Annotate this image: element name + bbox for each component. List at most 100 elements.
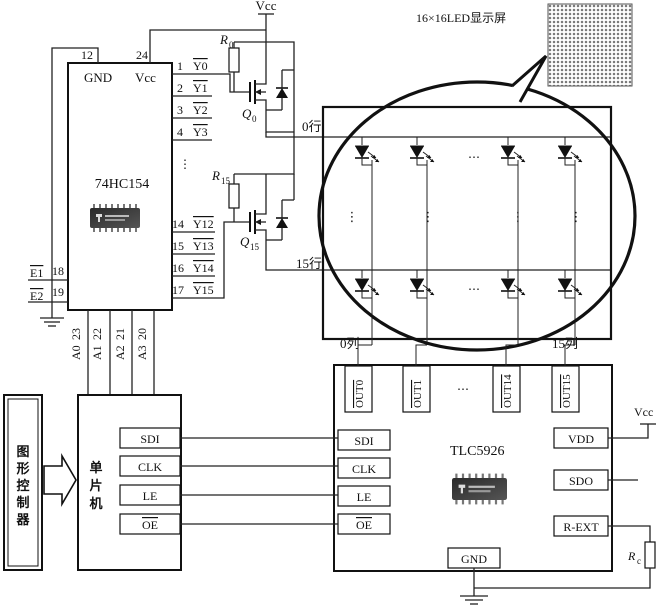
- controller-char-1: 形: [16, 462, 29, 477]
- led-r0-c0: [354, 145, 380, 163]
- decoder-chip-icon: [90, 204, 140, 232]
- pin-21-num: 21: [113, 328, 127, 340]
- a1-signal: A1: [90, 345, 104, 360]
- out0-label: OUT0: [354, 379, 366, 408]
- mcu-char-1: 片: [89, 478, 102, 494]
- rc-label: R: [627, 549, 636, 563]
- vcc-top-label: Vcc: [256, 0, 277, 13]
- led-matrix: … … ⋮ ⋮ ⋮ ⋮ 0列 15列: [317, 54, 637, 352]
- q15-subscript: 15: [250, 242, 260, 252]
- q0-subscript: 0: [252, 114, 257, 124]
- out-hdots: …: [457, 379, 469, 393]
- pin-17-num: 17: [172, 283, 184, 297]
- mcu-sdi-label: SDI: [140, 432, 159, 446]
- r15-subscript: 15: [221, 176, 231, 186]
- decoder-74hc154: GND Vcc 74HC154 12 24 1 2 3 4 Y0 Y1 Y2 Y…: [28, 29, 266, 395]
- decoder-vcc-label: Vcc: [135, 70, 156, 85]
- pin-1-num: 1: [177, 59, 183, 73]
- out1-label: OUT1: [412, 380, 424, 408]
- led-display-preview: 16×16LED显示屏: [416, 3, 633, 87]
- resistor-rc: [644, 541, 656, 569]
- out14-pin: [492, 365, 521, 413]
- y3-signal: Y3: [193, 125, 208, 139]
- led-r0-c14: [500, 145, 526, 163]
- controller-char-0: 图: [16, 445, 29, 460]
- row-0-label: 0行: [302, 119, 322, 134]
- a2-signal: A2: [113, 345, 127, 360]
- tlc-rext-label: R-EXT: [563, 520, 599, 534]
- tlc-oe-label: OE: [356, 518, 372, 532]
- pin-24-num: 24: [136, 48, 148, 62]
- a3-signal: A3: [135, 345, 149, 360]
- a0-signal: A0: [69, 345, 83, 360]
- pin-4-num: 4: [177, 125, 183, 139]
- r0-subscript: 0: [229, 40, 234, 50]
- tlc-gnd-label: GND: [461, 552, 487, 566]
- pin-2-num: 2: [177, 81, 183, 95]
- tlc-sdi-label: SDI: [354, 434, 373, 448]
- col0-vdots: ⋮: [346, 210, 359, 225]
- y13-signal: Y13: [193, 239, 214, 253]
- led-dot-grid: [547, 3, 633, 87]
- tlc-vdd-label: VDD: [568, 432, 594, 446]
- vcc-supply-top: Vcc: [256, 0, 277, 30]
- y0-signal: Y0: [193, 59, 208, 73]
- y12-signal: Y12: [193, 217, 214, 231]
- data-flow-arrow: [43, 453, 77, 507]
- e2-signal: E2: [30, 289, 43, 303]
- row15-hdots: …: [468, 279, 480, 293]
- pin-3-num: 3: [177, 103, 183, 117]
- rc-subscript: c: [637, 556, 641, 566]
- mcu-body: [77, 394, 182, 571]
- out1-pin: [402, 365, 431, 413]
- mcu-le-label: LE: [143, 489, 158, 503]
- tlc-sdi-pin: [337, 429, 391, 451]
- pin-23-num: 23: [69, 328, 83, 340]
- led-r15-c1: [409, 278, 435, 296]
- resistor-r0: [228, 47, 240, 73]
- mcu-char-0: 单: [89, 460, 102, 476]
- tlc-le-pin: [337, 485, 391, 507]
- q15-label: Q: [240, 234, 250, 249]
- y2-signal: Y2: [193, 103, 208, 117]
- row-driver-q0: R 0 Q 0 0行: [212, 30, 610, 150]
- tlc-chip-icon: [452, 473, 507, 505]
- controller-char-4: 器: [15, 513, 30, 528]
- col-0-label: 0列: [340, 336, 360, 351]
- y1-signal: Y1: [193, 81, 208, 95]
- led-r0-c1: [409, 145, 435, 163]
- y15-signal: Y15: [193, 283, 214, 297]
- e1-signal: E1: [30, 266, 43, 280]
- out14-label: OUT14: [502, 374, 514, 408]
- col15-vdots: ⋮: [570, 210, 583, 225]
- tlc-vcc-label: Vcc: [634, 405, 653, 419]
- decoder-output-vdots: ⋮: [179, 157, 191, 171]
- decoder-chip-body: [67, 62, 173, 311]
- tlc-clk-pin: [337, 457, 391, 479]
- graphics-controller: 图 形 控 制 器: [3, 394, 77, 571]
- r0-label: R: [219, 32, 228, 47]
- controller-char-2: 控: [16, 478, 29, 494]
- led-r15-c0: [354, 278, 380, 296]
- col-15-label: 15列: [552, 336, 578, 351]
- mcu-block: 单 片 机 SDI CLK LE OE: [77, 394, 338, 571]
- led-r15-c15: [557, 278, 583, 296]
- led-r0-c15: [557, 145, 583, 163]
- led-matrix-frame: [321, 105, 613, 341]
- row-driver-q15: R 15 Q 15 15行: [211, 150, 610, 299]
- pin-16-num: 16: [172, 261, 184, 275]
- pin-12-num: 12: [81, 48, 93, 62]
- pin-22-num: 22: [90, 328, 104, 340]
- decoder-gnd-label: GND: [84, 70, 112, 85]
- q0-label: Q: [242, 106, 252, 121]
- zoom-ellipse: [317, 80, 637, 352]
- decoder-name: 74HC154: [95, 177, 149, 192]
- col14-vdots: ⋮: [512, 210, 525, 225]
- mcu-clk-label: CLK: [138, 460, 162, 474]
- driver-tlc5926: TLC5926 OUT0 OUT1 OUT14 OUT15 … SDI CLK …: [333, 344, 656, 605]
- pin-18-num: 18: [52, 264, 64, 278]
- y14-signal: Y14: [193, 261, 214, 275]
- out15-label: OUT15: [561, 374, 573, 408]
- col1-vdots: ⋮: [422, 210, 435, 225]
